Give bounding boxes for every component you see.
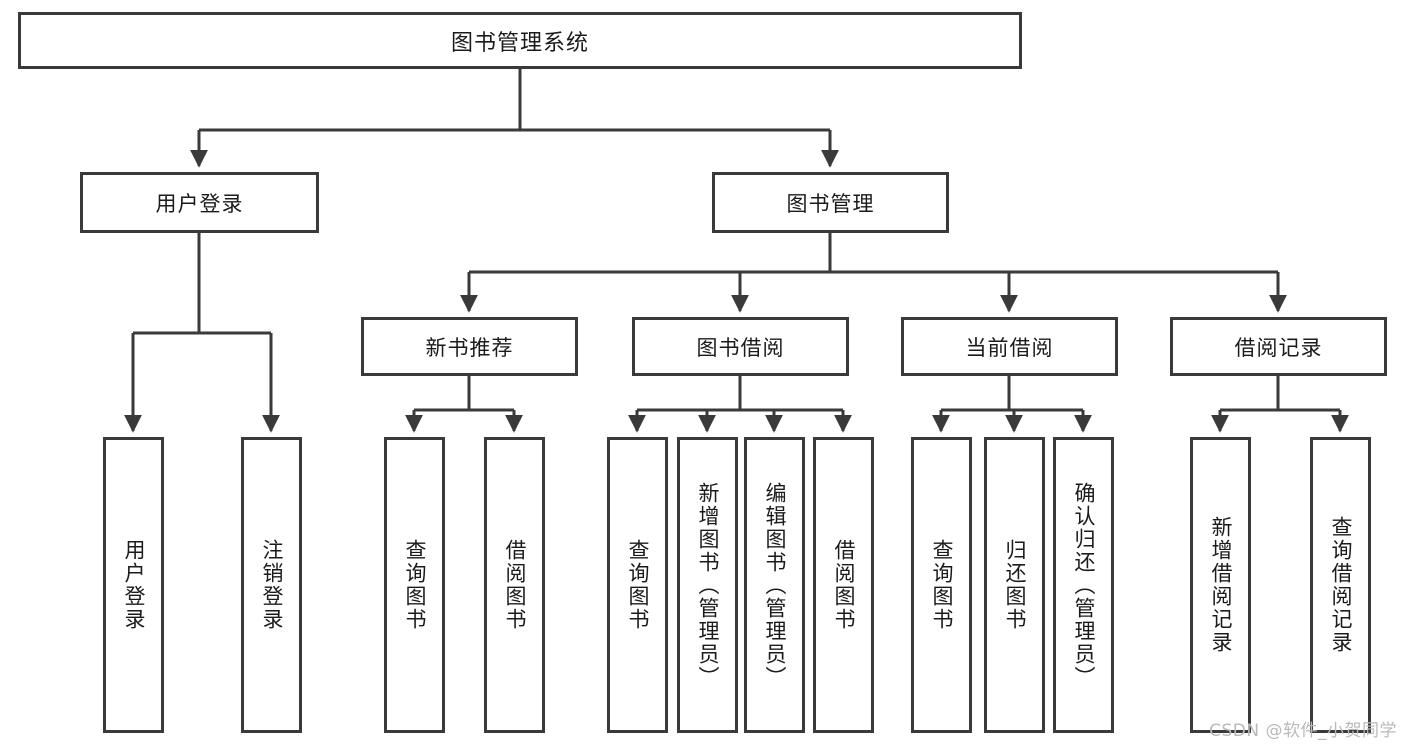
node-leaf-cur-return-book[interactable]: 归还图书 xyxy=(984,437,1045,733)
node-leaf-borrow-add-book[interactable]: 新增图书（管理员） xyxy=(677,437,738,733)
node-book-manage[interactable]: 图书管理 xyxy=(712,172,949,233)
node-leaf-borrow-query-book-label: 查询图书 xyxy=(626,539,650,631)
node-leaf-borrow-query-book[interactable]: 查询图书 xyxy=(607,437,668,733)
node-leaf-borrow-edit-book-label: 编辑图书（管理员） xyxy=(763,481,787,689)
node-leaf-cur-query-book-label: 查询图书 xyxy=(930,539,954,631)
node-user-login[interactable]: 用户登录 xyxy=(80,172,319,233)
node-leaf-user-logout-label: 注销登录 xyxy=(260,539,284,631)
node-leaf-rec-borrow-book[interactable]: 借阅图书 xyxy=(484,437,545,733)
node-leaf-cur-confirm-return[interactable]: 确认归还（管理员） xyxy=(1053,437,1114,733)
node-borrow-record[interactable]: 借阅记录 xyxy=(1170,317,1387,376)
node-leaf-user-login-label: 用户登录 xyxy=(122,539,146,631)
node-leaf-borrow-borrow-book[interactable]: 借阅图书 xyxy=(813,437,874,733)
node-new-book-rec-label: 新书推荐 xyxy=(425,335,514,360)
node-leaf-rec-add-record-label: 新增借阅记录 xyxy=(1209,516,1233,654)
node-leaf-rec-query-record-label: 查询借阅记录 xyxy=(1329,516,1353,654)
node-root-label: 图书管理系统 xyxy=(450,30,589,56)
node-current-borrow[interactable]: 当前借阅 xyxy=(901,317,1118,376)
node-leaf-rec-borrow-book-label: 借阅图书 xyxy=(503,539,527,631)
node-leaf-rec-query-book[interactable]: 查询图书 xyxy=(384,437,445,733)
node-book-borrow[interactable]: 图书借阅 xyxy=(632,317,849,376)
node-borrow-record-label: 借阅记录 xyxy=(1234,335,1323,360)
node-leaf-borrow-edit-book[interactable]: 编辑图书（管理员） xyxy=(744,437,805,733)
node-leaf-rec-query-book-label: 查询图书 xyxy=(403,539,427,631)
node-new-book-rec[interactable]: 新书推荐 xyxy=(361,317,578,376)
watermark-text: CSDN @软件_小贺同学 xyxy=(1209,721,1397,741)
node-current-borrow-label: 当前借阅 xyxy=(965,335,1054,360)
node-leaf-user-login[interactable]: 用户登录 xyxy=(103,437,164,733)
node-leaf-cur-return-book-label: 归还图书 xyxy=(1003,539,1027,631)
node-book-manage-label: 图书管理 xyxy=(786,191,875,216)
node-leaf-borrow-borrow-book-label: 借阅图书 xyxy=(832,539,856,631)
node-leaf-user-logout[interactable]: 注销登录 xyxy=(241,437,302,733)
node-leaf-cur-query-book[interactable]: 查询图书 xyxy=(911,437,972,733)
node-leaf-rec-add-record[interactable]: 新增借阅记录 xyxy=(1190,437,1251,733)
node-user-login-label: 用户登录 xyxy=(155,191,244,216)
node-leaf-borrow-add-book-label: 新增图书（管理员） xyxy=(696,481,720,689)
node-leaf-rec-query-record[interactable]: 查询借阅记录 xyxy=(1310,437,1371,733)
node-root-system[interactable]: 图书管理系统 xyxy=(18,12,1022,69)
node-book-borrow-label: 图书借阅 xyxy=(696,335,785,360)
node-leaf-cur-confirm-return-label: 确认归还（管理员） xyxy=(1072,481,1096,689)
